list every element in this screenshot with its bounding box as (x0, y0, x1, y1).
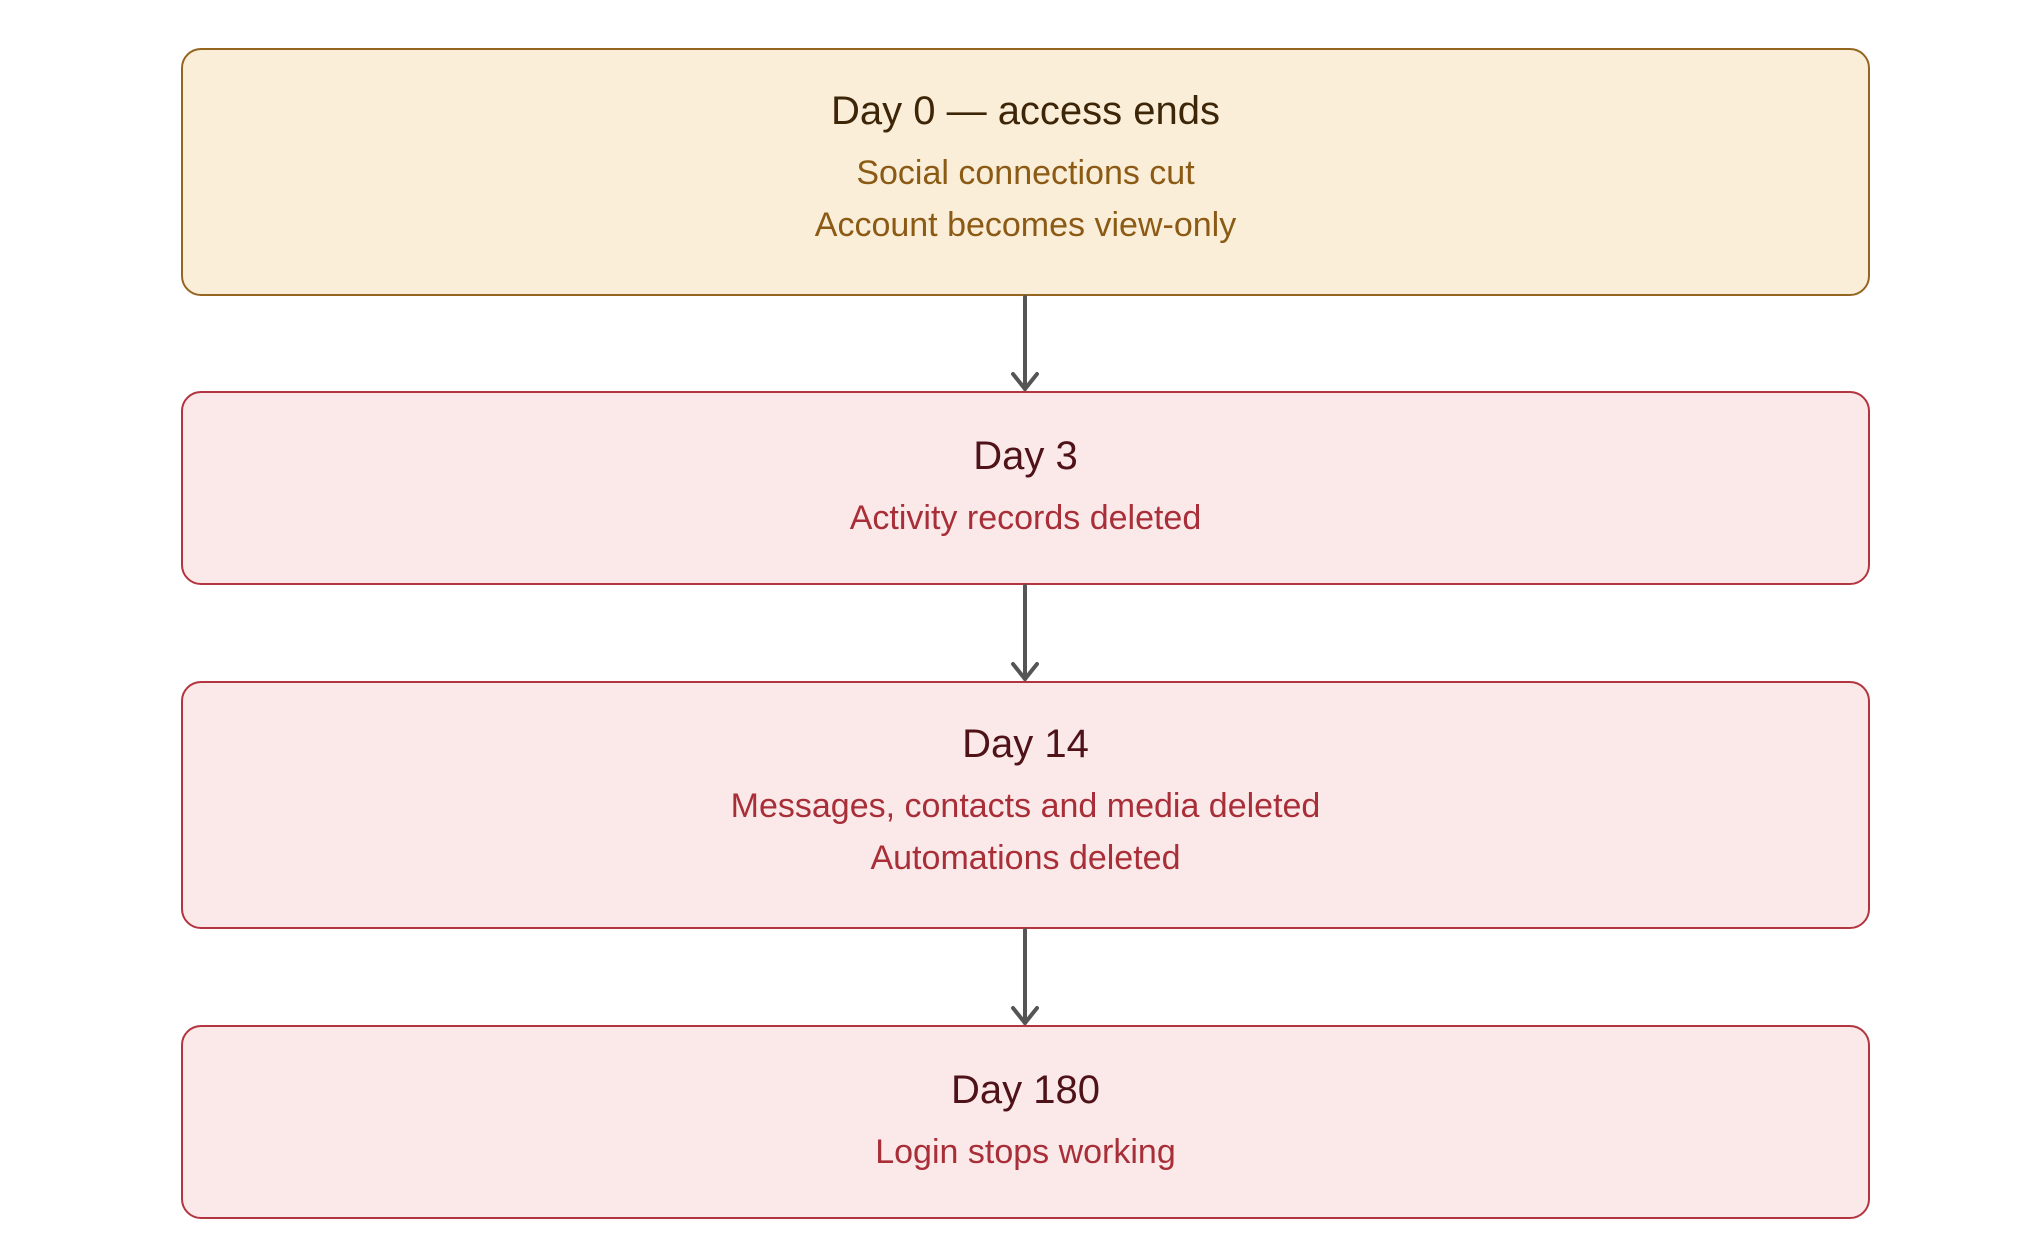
stage-day-180-title: Day 180 (951, 1068, 1100, 1112)
arrow-down-icon (1011, 295, 1039, 391)
stage-day-3-detail-1: Activity records deleted (849, 499, 1202, 537)
stage-day-0-title: Day 0 — access ends (830, 89, 1221, 133)
stage-day-180-box: Day 180 Login stops working (181, 1025, 1870, 1219)
arrow-down-icon (1011, 584, 1039, 681)
stage-day-180-detail-1: Login stops working (875, 1133, 1176, 1171)
stage-day-14-title: Day 14 (962, 722, 1089, 766)
stage-day-3-box: Day 3 Activity records deleted (181, 391, 1870, 585)
stage-day-0-detail-2: Account becomes view-only (814, 206, 1237, 244)
stage-day-14-detail-1: Messages, contacts and media deleted (730, 787, 1321, 825)
stage-day-14-detail-2: Automations deleted (870, 839, 1181, 877)
stage-day-3-title: Day 3 (973, 434, 1078, 478)
stage-day-14-box: Day 14 Messages, contacts and media dele… (181, 681, 1870, 929)
arrow-down-icon (1011, 928, 1039, 1025)
stage-day-0-detail-1: Social connections cut (856, 154, 1195, 192)
stage-day-0-box: Day 0 — access ends Social connections c… (181, 48, 1870, 296)
